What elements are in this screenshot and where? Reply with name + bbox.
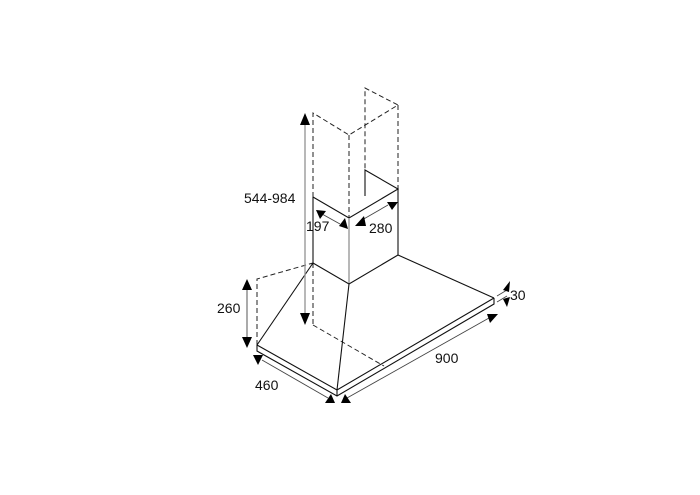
hood-canopy bbox=[256, 254, 495, 397]
dimension-hood-depth: 460 bbox=[253, 355, 335, 403]
dimension-chimney-height: 544-984 bbox=[244, 113, 310, 325]
dimension-hood-width: 900 bbox=[341, 314, 498, 403]
label-chimney-height: 544-984 bbox=[244, 190, 296, 206]
label-hood-depth: 460 bbox=[255, 377, 279, 393]
hidden-lines bbox=[256, 262, 385, 367]
label-chimney-width: 280 bbox=[369, 220, 393, 236]
label-hood-width: 900 bbox=[435, 350, 459, 366]
label-base-thickness: 30 bbox=[510, 287, 526, 303]
chimney-extension-dashed bbox=[312, 87, 400, 218]
label-hood-height: 260 bbox=[217, 300, 241, 316]
dimension-chimney-depth: 197 bbox=[306, 210, 348, 234]
label-chimney-depth: 197 bbox=[306, 218, 330, 234]
dimension-chimney-width: 280 bbox=[355, 202, 398, 236]
dimension-hood-height: 260 bbox=[217, 279, 252, 348]
dimension-base-thickness: 30 bbox=[496, 281, 526, 307]
